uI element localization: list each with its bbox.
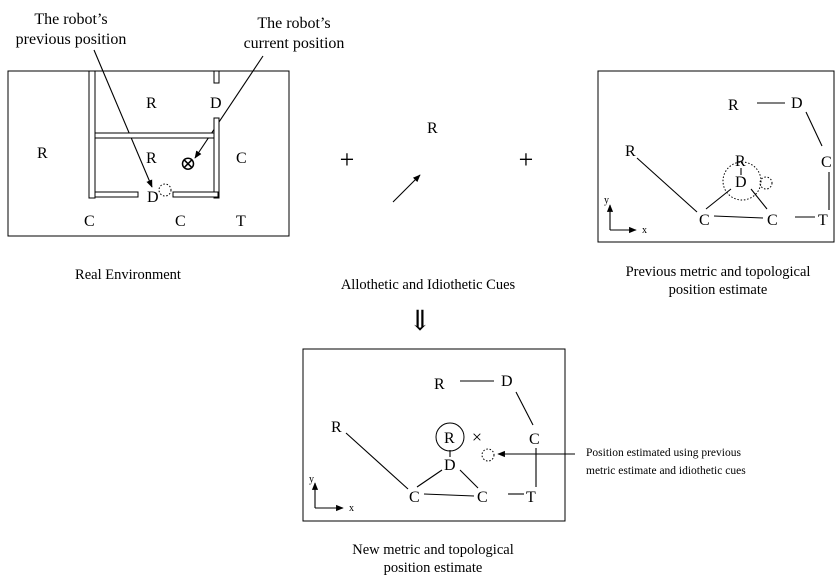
env-node-r-left: R (37, 145, 48, 162)
prev-uncertainty-circle (722, 161, 762, 201)
prev-node-c-right: C (821, 154, 832, 171)
env-node-c-bottom-left: C (84, 213, 95, 230)
new-node-r-circled: R (444, 430, 455, 447)
curr-pos-label-line2: current position (244, 35, 345, 52)
new-edge-rleft-cbl (345, 432, 409, 490)
prev-node-r-left: R (625, 143, 636, 160)
new-node-d-mid: D (444, 457, 456, 474)
current-position-annotation: The robot’s current position (194, 15, 345, 159)
new-node-r-left: R (331, 419, 342, 436)
real-environment-panel: R R D R C D C C T ⊗ (7, 70, 290, 237)
real-environment-frame (7, 70, 290, 237)
new-node-c-bottom-left: C (409, 489, 420, 506)
cues-panel: R (392, 120, 438, 203)
new-estimate-caption-line1: New metric and topological (352, 542, 513, 558)
robot-previous-position-marker (158, 183, 172, 197)
new-estimate-panel: × R D R R C D C C T y x (302, 348, 566, 522)
prev-edge-cbl-cbm (713, 215, 764, 219)
idiothetic-motion-arrow (392, 174, 421, 203)
estimated-position-note-line2: metric estimate and idiothetic cues (586, 465, 746, 477)
wall-bottom-right (172, 191, 219, 198)
new-axis-x-label: x (349, 503, 354, 514)
prev-node-c-bottom-mid: C (767, 212, 778, 229)
prev-node-r-top: R (728, 97, 739, 114)
new-estimated-position-marker (481, 448, 495, 462)
prev-node-r-mid: R (735, 153, 746, 170)
prev-pos-arrow (93, 49, 153, 188)
wall-bottom-left (94, 191, 139, 198)
new-node-c-right: C (529, 431, 540, 448)
plus-sign-left: + (340, 145, 355, 174)
env-node-t: T (236, 213, 246, 230)
prev-pos-label-line2: previous position (16, 31, 127, 48)
new-circled-r-ring (435, 422, 465, 452)
wall-horizontal-middle (94, 132, 219, 139)
prev-edge-d-cbm (750, 188, 768, 210)
prev-edge-cbl-d (705, 188, 732, 210)
prev-edge-rleft-cbl (636, 157, 698, 213)
curr-pos-arrow (194, 55, 264, 159)
env-node-r-mid: R (146, 150, 157, 167)
new-edge-d-c (515, 391, 534, 426)
prev-small-uncertainty (759, 176, 773, 190)
new-edge-cbl-cbm (423, 493, 475, 497)
new-node-r-top: R (434, 376, 445, 393)
new-estimate-caption-line2: position estimate (384, 560, 483, 576)
estimated-position-note-line1: Position estimated using previous (586, 447, 741, 459)
prev-axis-x-label: x (642, 225, 647, 236)
new-cross-marker: × (472, 427, 482, 447)
new-node-d-top: D (501, 373, 513, 390)
new-edge-cbl-d (416, 469, 443, 488)
prev-edge-d-c (805, 111, 823, 147)
new-estimate-frame (302, 348, 566, 522)
cue-node-r: R (427, 120, 438, 137)
prev-node-t: T (818, 212, 828, 229)
previous-position-annotation: The robot’s previous position (16, 11, 153, 188)
env-node-d-low: D (147, 189, 159, 206)
previous-estimate-panel: R D R R C D C C T y x (597, 70, 835, 243)
robot-current-position-icon: ⊗ (180, 153, 197, 175)
wall-right-vertical (213, 117, 220, 199)
plus-sign-right: + (519, 145, 534, 174)
new-node-t: T (526, 489, 536, 506)
prev-pos-label-line1: The robot’s (34, 11, 107, 28)
prev-node-d-top: D (791, 95, 803, 112)
prev-axis-y-label: y (604, 195, 609, 206)
down-arrow-icon: ⇓ (408, 306, 431, 337)
curr-pos-label-line1: The robot’s (257, 15, 330, 32)
wall-right-stub (213, 70, 220, 84)
env-node-d-top: D (210, 95, 222, 112)
real-environment-caption: Real Environment (75, 267, 181, 283)
env-node-c-bottom-mid: C (175, 213, 186, 230)
env-node-c-right: C (236, 150, 247, 167)
new-edge-d-cbm (459, 469, 479, 489)
new-axis-y-label: y (309, 474, 314, 485)
new-node-c-bottom-mid: C (477, 489, 488, 506)
wall-left-vertical (88, 70, 96, 199)
previous-estimate-caption-line1: Previous metric and topological (626, 264, 811, 280)
env-node-r-top: R (146, 95, 157, 112)
previous-estimate-frame (597, 70, 835, 243)
previous-estimate-caption-line2: position estimate (669, 282, 768, 298)
prev-node-d-mid: D (735, 174, 747, 191)
cues-caption: Allothetic and Idiothetic Cues (341, 277, 516, 293)
prev-node-c-bottom-left: C (699, 212, 710, 229)
